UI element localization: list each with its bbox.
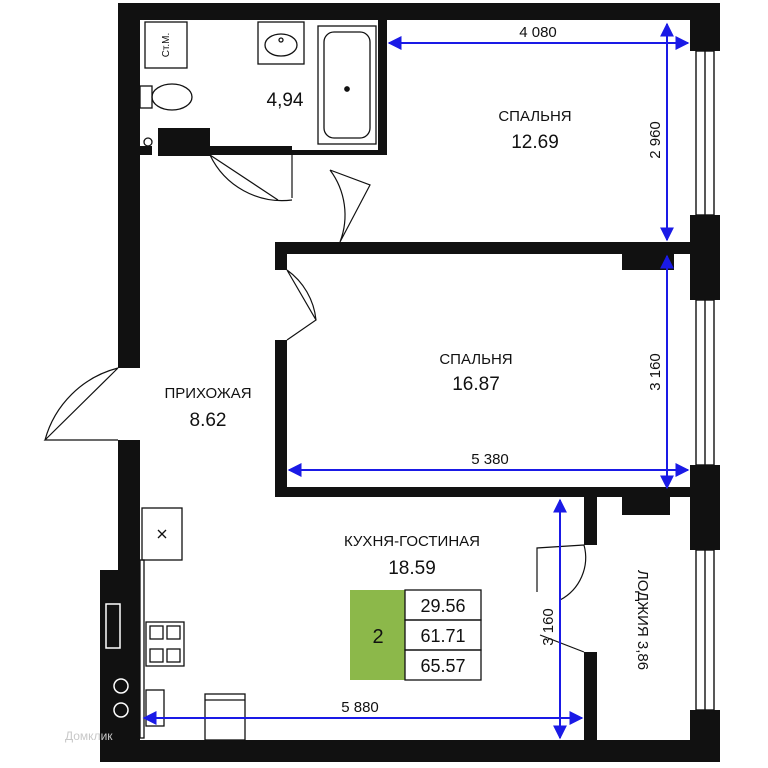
total-area: 61.71 [420,626,465,646]
bedroom1-name: СПАЛЬНЯ [498,108,571,125]
fridge-icon [145,689,165,727]
dim-bed2-height-label: 3 160 [647,353,664,391]
rooms-count: 2 [372,626,383,648]
dim-bed2-width-label: 5 380 [471,451,509,468]
pipe-icon [143,137,153,147]
kitchen-name: КУХНЯ-ГОСТИНАЯ [344,533,480,550]
loggia-door [536,544,587,601]
dim-bed1-height-label: 2 960 [647,121,664,159]
toilet-icon [139,83,193,111]
toilet-label: Ст.М. [161,33,172,58]
kitchen-counter [139,559,145,739]
kitchen-sink-icon [105,603,129,718]
dim-kitchen-height-label: 3 160 [540,608,557,646]
bedroom2-name: СПАЛЬНЯ [439,351,512,368]
watermark: Домклик [65,729,113,743]
hall-area: 8.62 [190,410,227,431]
dimension-lines [142,22,690,740]
bathtub-icon [317,25,377,145]
bedroom2-area: 16.87 [452,374,500,395]
bedroom2-door [286,269,317,341]
bathroom-door [209,154,293,202]
dim-top-width-label: 4 080 [519,24,557,41]
sink-icon [257,21,305,65]
rooms-count-box [350,590,405,680]
entrance-door [43,367,119,441]
bath-area: 4,94 [267,90,304,111]
dim-kitchen-width-label: 5 880 [341,699,379,716]
living-area: 29.56 [420,596,465,616]
kitchen-area: 18.59 [388,558,436,579]
stove-icon [145,621,185,667]
walls [100,3,720,762]
total-with-loggia: 65.57 [420,656,465,676]
fixtures [105,21,377,741]
windows [695,50,715,711]
loggia-name: ЛОДЖИЯ 3,86 [634,570,651,670]
bedroom1-door [329,169,371,243]
hall-name: ПРИХОЖАЯ [164,385,251,402]
dishwasher-icon [141,507,183,561]
bedroom1-area: 12.69 [511,132,559,153]
washing-machine-icon [144,21,188,69]
summary-badge: 2 29.56 61.71 65.57 [350,589,482,681]
